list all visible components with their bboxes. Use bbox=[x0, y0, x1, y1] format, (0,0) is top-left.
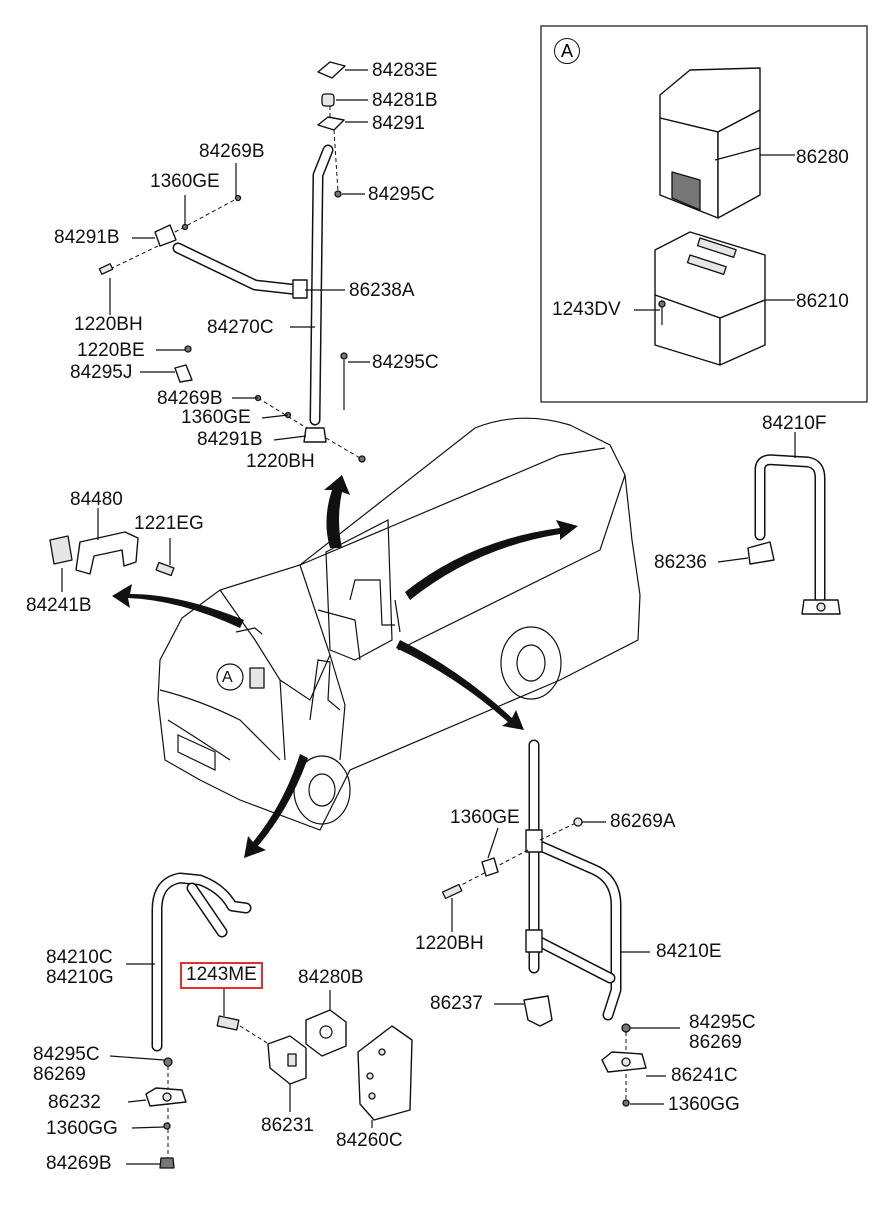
label-84270c: 84270C bbox=[207, 317, 274, 338]
label-1220bh-mid: 1220BH bbox=[246, 451, 315, 472]
detail-box-a bbox=[540, 25, 868, 403]
label-84210c: 84210C bbox=[46, 947, 113, 968]
label-1360ge-right: 1360GE bbox=[450, 807, 520, 828]
label-84210g: 84210G bbox=[46, 967, 114, 988]
label-86232: 86232 bbox=[48, 1092, 101, 1113]
label-84295j: 84295J bbox=[70, 362, 133, 383]
label-84291: 84291 bbox=[372, 113, 425, 134]
label-84295c-left: 84295C bbox=[33, 1044, 100, 1065]
label-84295c-top: 84295C bbox=[368, 184, 435, 205]
label-84210e: 84210E bbox=[656, 941, 722, 962]
label-1360gg-left: 1360GG bbox=[46, 1118, 118, 1139]
label-84295c-right: 84295C bbox=[689, 1012, 756, 1033]
label-86241c: 86241C bbox=[671, 1065, 738, 1086]
label-1360ge-top: 1360GE bbox=[150, 171, 220, 192]
bracket-parts-lower bbox=[216, 988, 413, 1128]
battery-cover-86280 bbox=[659, 67, 795, 219]
label-84269b-left: 84269B bbox=[46, 1153, 112, 1174]
label-86236: 86236 bbox=[654, 552, 707, 573]
label-84283e: 84283E bbox=[372, 60, 438, 81]
vertical-pipe-84270c bbox=[290, 144, 334, 426]
label-1220bh-right: 1220BH bbox=[415, 933, 484, 954]
vehicle-callout-a: A bbox=[222, 669, 233, 686]
label-84291b-top: 84291B bbox=[54, 227, 120, 248]
label-84260c: 84260C bbox=[336, 1130, 403, 1151]
label-84280b: 84280B bbox=[298, 967, 364, 988]
pipe-84210f bbox=[717, 432, 841, 615]
pipe-84210c bbox=[109, 872, 252, 1169]
label-84269b-mid: 84269B bbox=[157, 388, 223, 409]
label-86238a: 86238A bbox=[349, 280, 415, 301]
label-84241b: 84241B bbox=[26, 595, 92, 616]
label-1360gg-right: 1360GG bbox=[668, 1094, 740, 1115]
hose-86238a bbox=[172, 242, 345, 299]
label-1220be: 1220BE bbox=[77, 340, 145, 361]
label-1243dv: 1243DV bbox=[552, 299, 621, 320]
battery-tray-86210 bbox=[634, 231, 795, 366]
vehicle-outline bbox=[157, 417, 641, 831]
label-84295c-mid: 84295C bbox=[372, 352, 439, 373]
bracket-84480 bbox=[49, 508, 175, 592]
label-1360ge-mid: 1360GE bbox=[181, 407, 251, 428]
top-small-parts bbox=[98, 61, 370, 463]
pipe-84210e bbox=[441, 739, 680, 1107]
vehicle-callout-ring bbox=[216, 663, 244, 691]
label-1220bh-top: 1220BH bbox=[74, 314, 143, 335]
label-84210f: 84210F bbox=[762, 413, 827, 434]
direction-arrows bbox=[112, 475, 578, 858]
label-86210: 86210 bbox=[796, 291, 849, 312]
label-1243me-highlighted: 1243ME bbox=[180, 962, 263, 989]
label-86237: 86237 bbox=[430, 993, 483, 1014]
label-86269a: 86269A bbox=[610, 811, 676, 832]
label-84291b-mid: 84291B bbox=[197, 429, 263, 450]
label-84480: 84480 bbox=[70, 489, 123, 510]
label-86269-left: 86269 bbox=[33, 1064, 86, 1085]
detail-callout-a: A bbox=[554, 38, 580, 64]
label-86231: 86231 bbox=[261, 1115, 314, 1136]
label-86269-right: 86269 bbox=[689, 1032, 742, 1053]
label-84281b: 84281B bbox=[372, 90, 438, 111]
label-1221eg: 1221EG bbox=[134, 513, 204, 534]
label-84269b-top: 84269B bbox=[199, 141, 265, 162]
label-86280: 86280 bbox=[796, 147, 849, 168]
